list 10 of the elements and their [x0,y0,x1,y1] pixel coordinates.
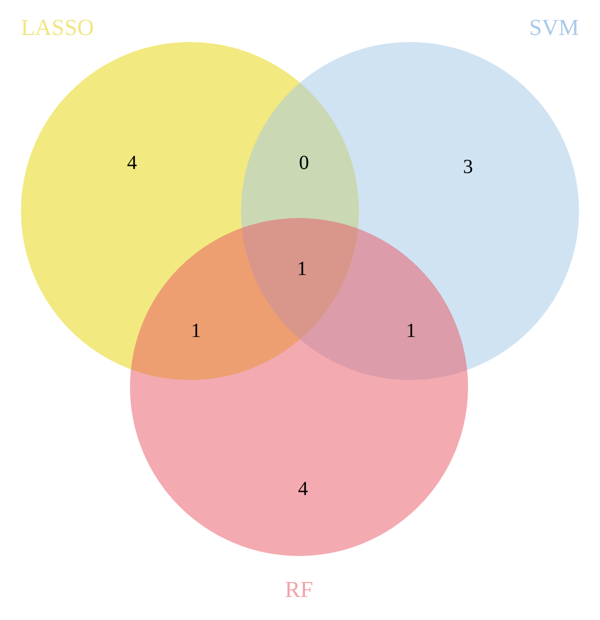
set-label: SVM [529,14,579,42]
region-count: 3 [463,157,473,177]
region-count: 4 [127,153,137,173]
set-label: LASSO [21,14,94,42]
region-count: 4 [298,479,308,499]
region-count: 1 [191,321,201,341]
region-count: 0 [299,153,309,173]
set-label: RF [284,576,314,604]
region-count: 1 [406,321,416,341]
region-count: 1 [297,259,307,279]
